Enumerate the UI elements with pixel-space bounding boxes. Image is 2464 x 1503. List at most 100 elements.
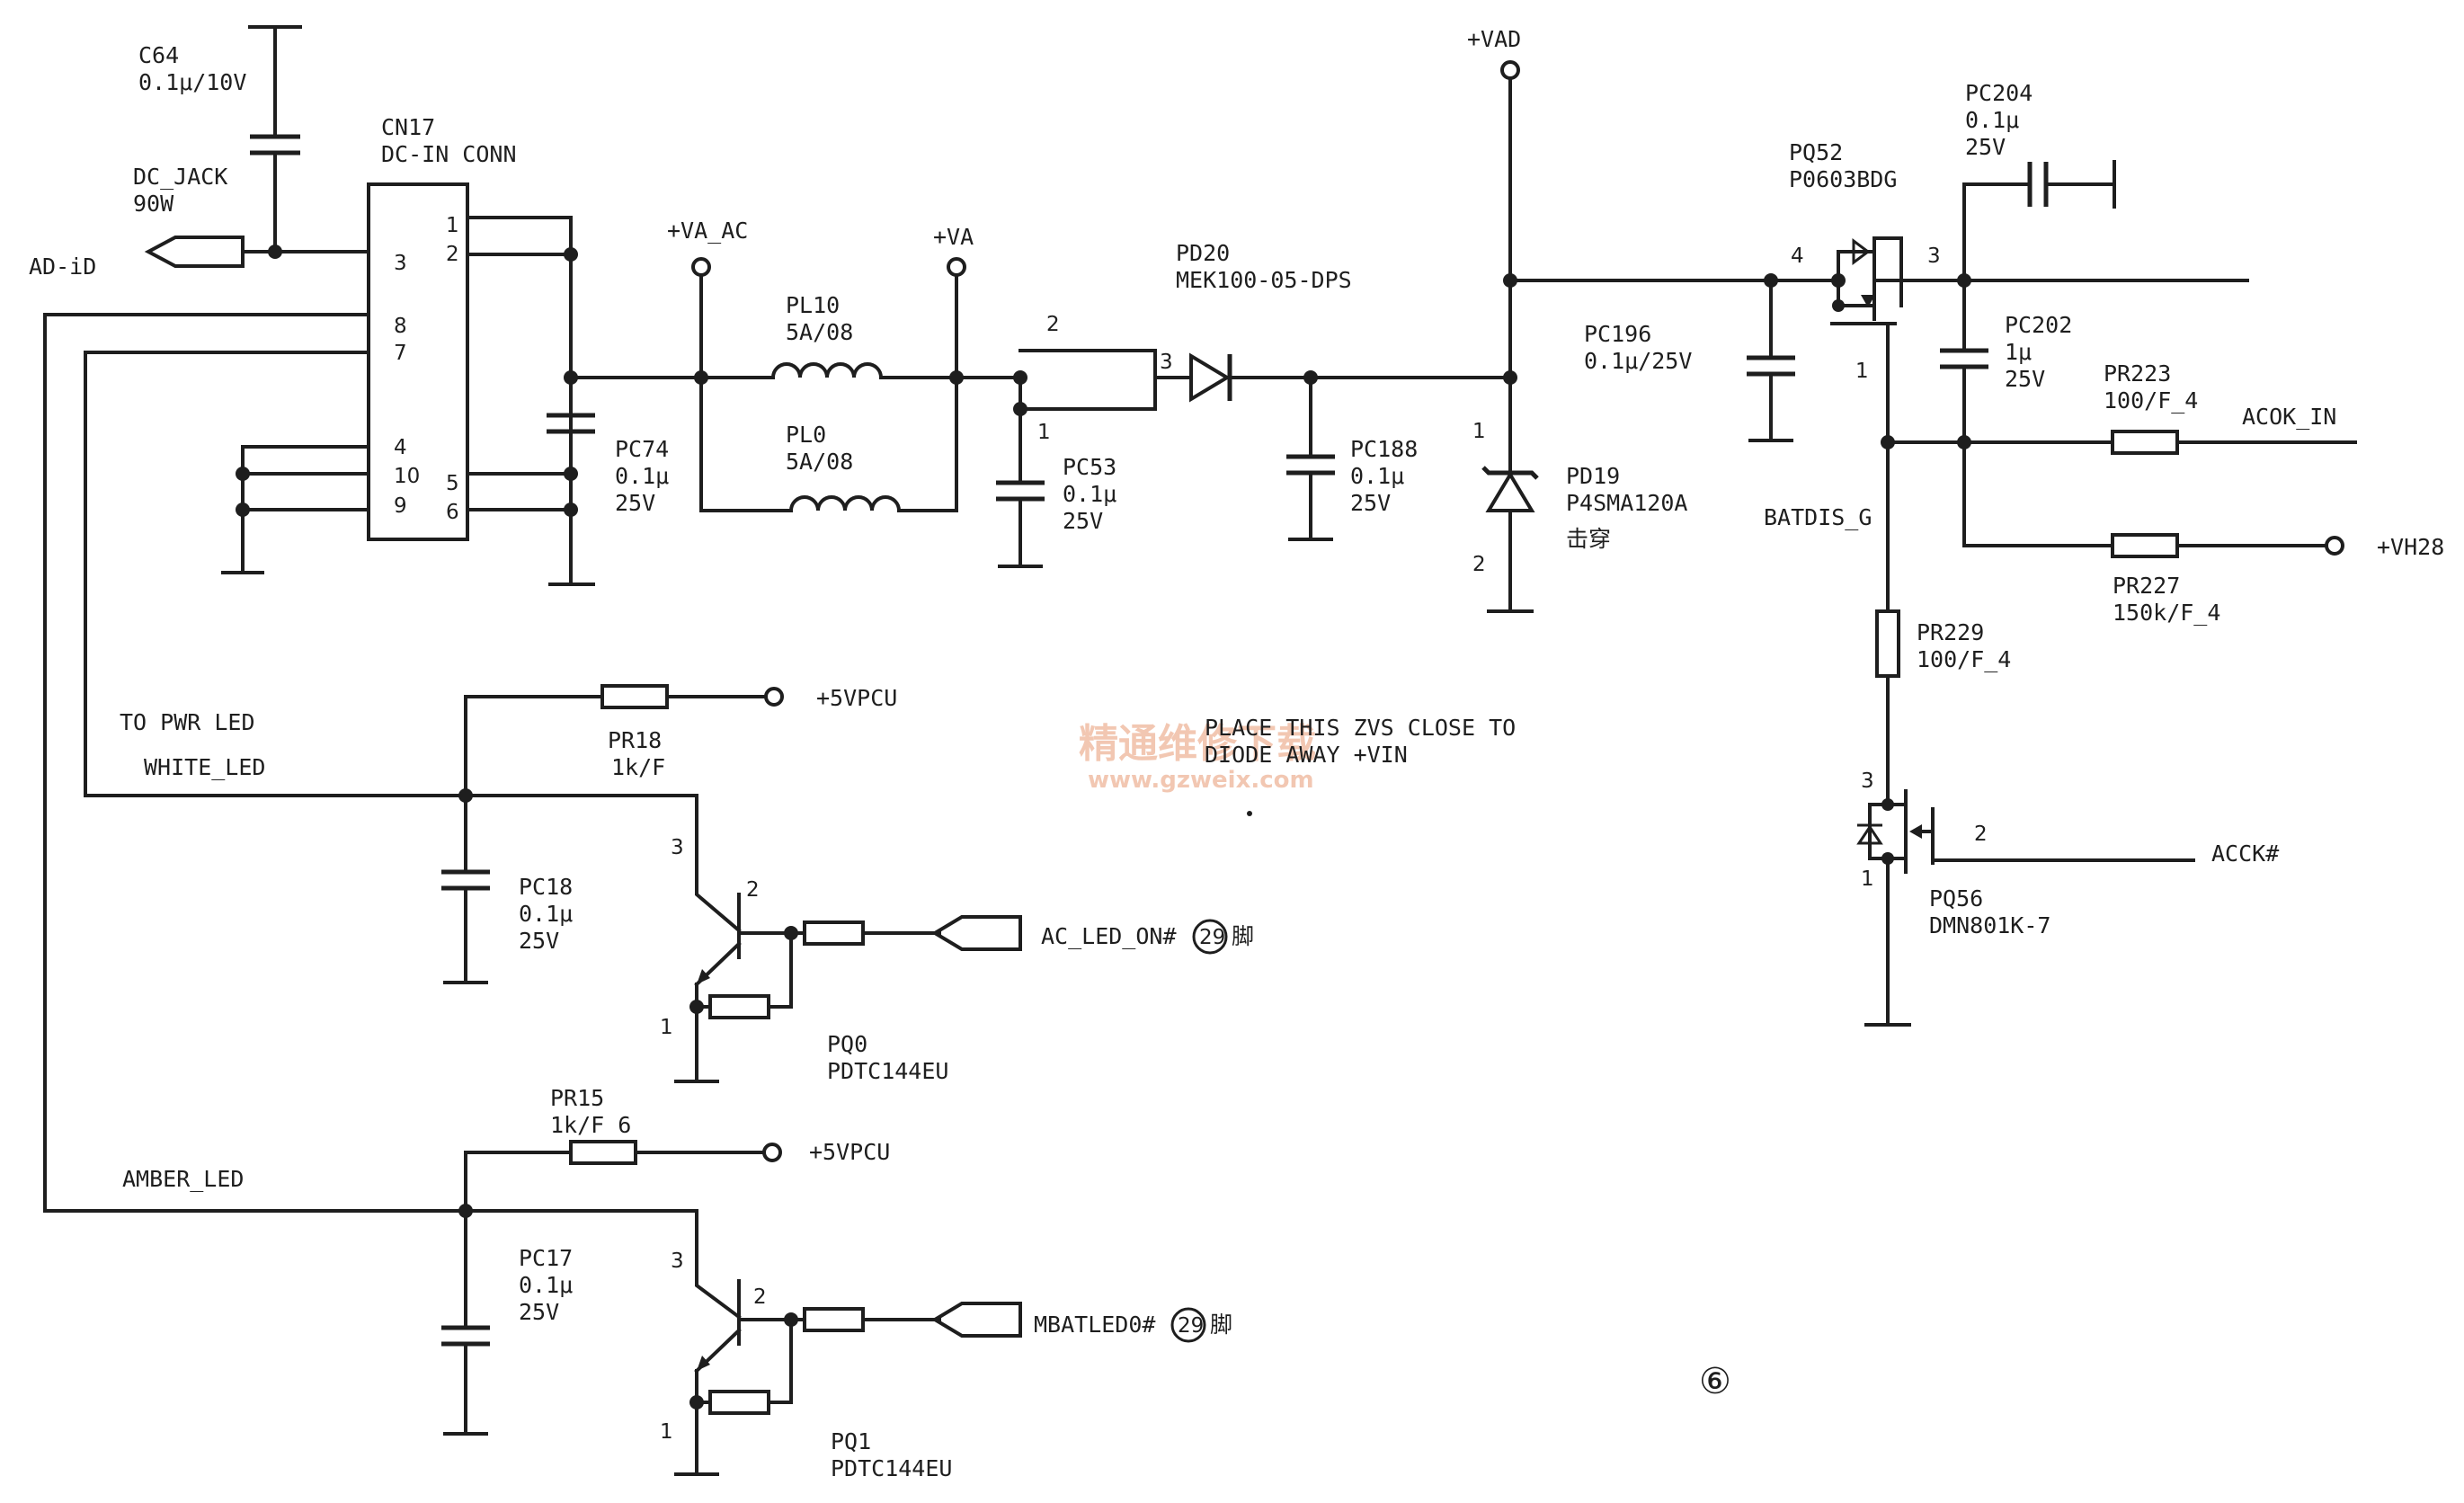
pr15-value: 1k/F 6 [550, 1112, 631, 1138]
net-batdis-g: BATDIS_G [1764, 504, 1872, 530]
net-amber-led: AMBER_LED [122, 1166, 244, 1192]
ac-led-on-suffix: 脚 [1232, 923, 1254, 949]
dc-jack-connector: DC_JACK 90W AD-iD [29, 164, 370, 280]
cn17-value: DC-IN CONN [381, 141, 517, 167]
pq52-value: P0603BDG [1789, 166, 1897, 192]
c64-value: 0.1μ/10V [138, 69, 246, 95]
net-white-led: WHITE_LED [144, 754, 265, 780]
pl10-ref: PL10 [786, 292, 840, 318]
pc17-value: 0.1μ [519, 1272, 573, 1298]
pc188-voltage: 25V [1350, 490, 1391, 516]
cn17-pin-10: 10 [394, 465, 420, 488]
pc74-ref: PC74 [615, 436, 669, 462]
pd20-pin-1: 1 [1037, 421, 1051, 444]
watermark-url: www.gzweix.com [1088, 767, 1314, 794]
cn17-pin-3: 3 [394, 252, 407, 275]
pc17-voltage: 25V [519, 1299, 559, 1325]
pd20-pin-3: 3 [1160, 351, 1173, 374]
watermark-cn: 精通维修下载 [1079, 721, 1316, 767]
pq56-pin-2: 2 [1974, 823, 1988, 846]
pl0-value: 5A/08 [786, 449, 853, 475]
cn17-pin-9: 9 [394, 494, 407, 518]
net-5vpcu-2: +5VPCU [809, 1139, 890, 1165]
pc202-voltage: 25V [2005, 366, 2045, 392]
pq52-pin-4: 4 [1791, 245, 1804, 268]
capacitor-pc202: PC202 1μ 25V [1940, 279, 2072, 547]
pr18-value: 1k/F [611, 754, 665, 780]
pd20-value: MEK100-05-DPS [1176, 267, 1352, 293]
pc53-voltage: 25V [1063, 508, 1103, 534]
mosfet-pq56: 3 2 1 ACCK# PQ56 DMN801K-7 [1856, 769, 2279, 1027]
resistor-pr227: +VH28 PR227 150k/F_4 [1962, 440, 2444, 626]
net-vh28: +VH28 [2377, 534, 2444, 560]
net-5vpcu-1: +5VPCU [816, 685, 897, 711]
pq56-ref: PQ56 [1929, 885, 1983, 912]
pr227-value: 150k/F_4 [2113, 600, 2220, 626]
zvs-note-line1: PLACE THIS ZVS CLOSE TO [1205, 715, 1516, 741]
capacitor-pc188: PC188 0.1μ 25V [1286, 370, 1418, 541]
cn17-pin-6: 6 [446, 501, 459, 524]
pd20-pin-2: 2 [1046, 313, 1060, 336]
pr227-ref: PR227 [2113, 573, 2180, 599]
page-marker: ⑥ [1699, 1361, 1731, 1402]
pc53-value: 0.1μ [1063, 481, 1116, 507]
cn17-ref: CN17 [381, 114, 435, 140]
cn17-pin-5: 5 [446, 472, 459, 495]
pq56-pin-1: 1 [1861, 867, 1874, 891]
pd19-pin-2: 2 [1472, 553, 1486, 576]
pd19-pin-1: 1 [1472, 420, 1486, 443]
pd20-ref: PD20 [1176, 240, 1230, 266]
resistor-pr229: BATDIS_G PR229 100/F_4 [1764, 440, 2011, 806]
ac-led-on-pin: 29 [1199, 926, 1225, 949]
pc18-value: 0.1μ [519, 901, 573, 927]
net-ad-id: AD-iD [29, 253, 96, 280]
pc18-ref: PC18 [519, 874, 573, 900]
cn17-wiring [221, 216, 595, 586]
connector-cn17: CN17 DC-IN CONN 1 2 3 8 7 4 10 9 5 6 [367, 114, 517, 541]
led-nets: TO PWR LED WHITE_LED AMBER_LED [43, 313, 467, 1213]
mosfet-pq52: 4 3 1 PQ52 P0603BDG [1789, 139, 1966, 442]
net-acok-in: ACOK_IN [2242, 404, 2336, 430]
dc-jack-ref: DC_JACK [133, 164, 227, 190]
pq0-pin-1: 1 [660, 1016, 673, 1039]
pq1-ref: PQ1 [831, 1428, 871, 1454]
mbatled0-suffix: 脚 [1210, 1312, 1232, 1338]
pd19-ref: PD19 [1566, 463, 1620, 489]
pq1-pin-2: 2 [753, 1285, 767, 1309]
pq0-pin-3: 3 [671, 836, 684, 859]
pc204-voltage: 25V [1965, 134, 2006, 160]
pl10-value: 5A/08 [786, 319, 853, 345]
cn17-pin-2: 2 [446, 243, 459, 266]
pq52-ref: PQ52 [1789, 139, 1843, 165]
cn17-pin-7: 7 [394, 342, 407, 365]
pr223-ref: PR223 [2104, 360, 2171, 387]
net-vad: +VAD [1467, 26, 1521, 52]
capacitor-pc53: PC53 0.1μ 25V [955, 370, 1116, 568]
tvs-diode-pd19: 1 2 PD19 P4SMA120A 击穿 [1472, 420, 1687, 613]
pq0-value: PDTC144EU [827, 1058, 948, 1084]
net-va-ac: +VA_AC [667, 218, 748, 244]
pq52-pin-1: 1 [1855, 360, 1869, 383]
pq56-pin-3: 3 [1861, 769, 1874, 793]
pq0-ref: PQ0 [827, 1031, 867, 1057]
dc-jack-value: 90W [133, 191, 174, 217]
pr18-ref: PR18 [608, 727, 662, 753]
white-led-stage: +5VPCU PR18 1k/F PC18 0.1μ 25V 3 2 1 PQ0… [441, 684, 1254, 1084]
pq1-pin-1: 1 [660, 1420, 673, 1444]
pl0-ref: PL0 [786, 422, 826, 448]
pq1-value: PDTC144EU [831, 1455, 952, 1481]
diode-pd20: 2 1 3 PD20 MEK100-05-DPS [1019, 240, 1512, 444]
resistor-pr223: PR223 100/F_4 ACOK_IN [1881, 360, 2357, 455]
pr229-ref: PR229 [1917, 619, 1984, 645]
net-ac-led-on: AC_LED_ON# [1041, 923, 1177, 949]
capacitor-pc74: PC74 0.1μ 25V [547, 370, 703, 516]
pc188-value: 0.1μ [1350, 463, 1404, 489]
capacitor-pc196: PC196 0.1μ/25V [1508, 273, 1840, 442]
net-acck: ACCK# [2211, 840, 2279, 867]
capacitor-c64: C64 0.1μ/10V [138, 25, 302, 253]
pd19-note: 击穿 [1566, 526, 1611, 552]
pq0-pin-2: 2 [746, 878, 760, 902]
pc53-ref: PC53 [1063, 454, 1116, 480]
pc74-value: 0.1μ [615, 463, 669, 489]
